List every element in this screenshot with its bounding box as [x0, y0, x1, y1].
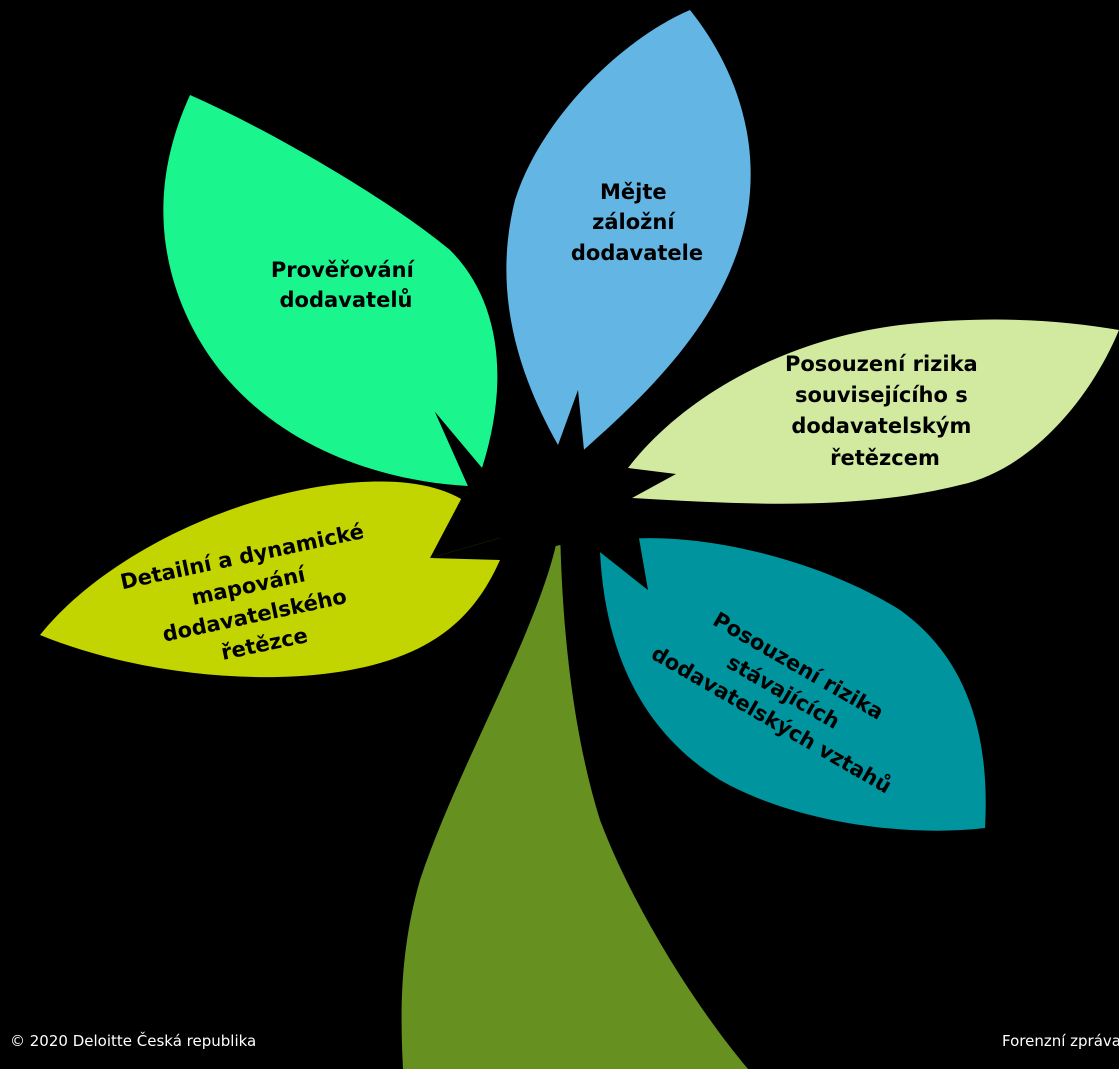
label-proverovani: Prověřování dodavatelů	[271, 258, 421, 312]
footer-report-name: Forenzní zpráva	[1002, 1032, 1119, 1050]
leaf-zalozni	[506, 10, 751, 455]
leaf-stavajici	[600, 538, 986, 831]
label-proverovani-line2: dodavatelů	[280, 288, 413, 312]
label-posouzeni-rizika-line1: Posouzení rizika	[785, 352, 978, 376]
label-zalozni-line2: záložní	[592, 210, 676, 234]
label-zalozni-line1: Mějte	[600, 180, 667, 204]
flower-stem	[401, 525, 748, 1069]
label-posouzeni-rizika: Posouzení rizika souvisejícího s dodavat…	[785, 352, 985, 470]
flower-center	[430, 390, 648, 590]
label-posouzeni-rizika-line3: dodavatelským	[791, 414, 971, 438]
label-proverovani-line1: Prověřování	[271, 258, 416, 282]
leaf-proverovani	[163, 95, 498, 486]
label-zalozni: Mějte záložní dodavatele	[571, 180, 703, 265]
leaf-posouzeni-rizika	[628, 319, 1119, 504]
label-zalozni-line3: dodavatele	[571, 241, 703, 265]
label-posouzeni-rizika-line2: souvisejícího s	[795, 383, 968, 407]
label-posouzeni-rizika-line4: řetězcem	[830, 446, 940, 470]
leaf-mapovani	[40, 481, 500, 678]
footer-copyright: © 2020 Deloitte Česká republika	[10, 1032, 257, 1050]
